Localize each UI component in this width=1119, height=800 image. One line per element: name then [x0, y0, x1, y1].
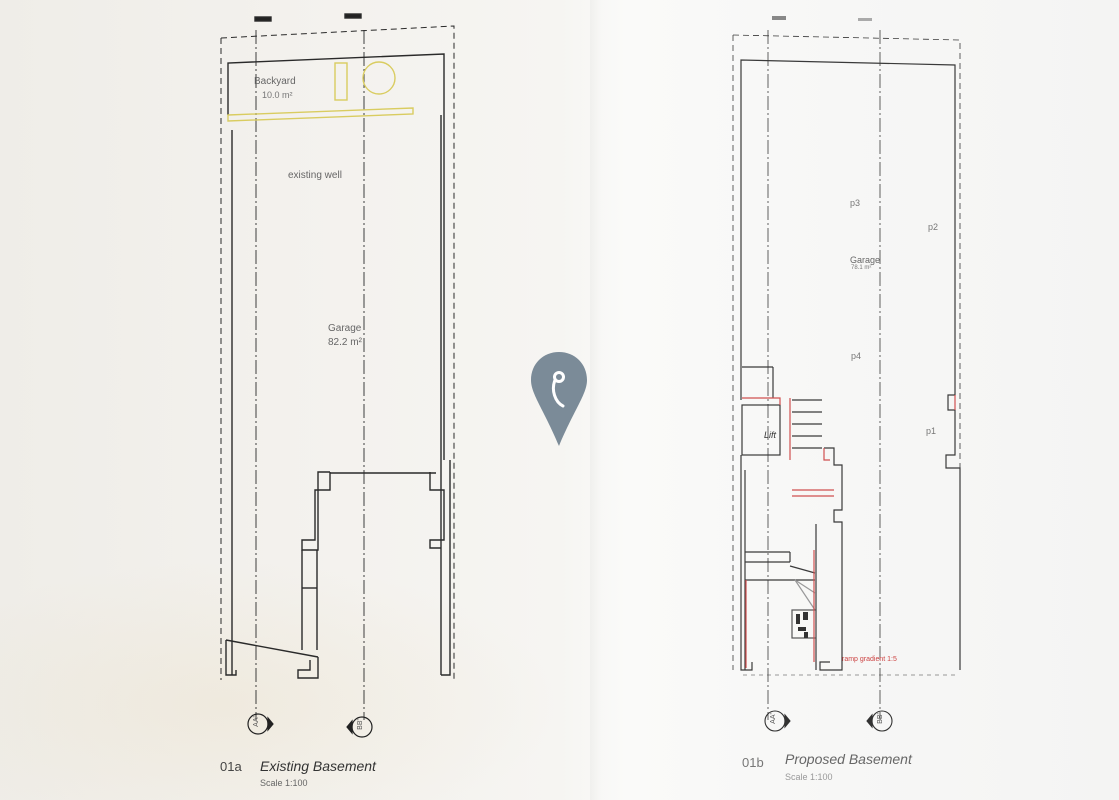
existing-basement-plan: [220, 13, 455, 720]
room-label-garage-proposed: Garage: [850, 255, 881, 265]
room-area-backyard: 10.0 m²: [262, 90, 293, 100]
section-marker-aa-existing: AA': [252, 716, 260, 727]
parking-label-p3: p3: [850, 198, 861, 208]
paper-stain: [0, 560, 560, 800]
stair-symbol: [796, 612, 808, 638]
parking-label-p4: p4: [851, 351, 862, 361]
sheet-title-proposed: Proposed Basement: [785, 751, 912, 767]
section-marker-aa-proposed: AA': [769, 713, 777, 724]
proposed-red-walls: [742, 395, 956, 668]
room-area-garage-existing: 82.2 m²: [328, 337, 362, 348]
section-marker-bb-existing: BB': [356, 719, 364, 730]
section-marker-bb-proposed: BB': [876, 713, 884, 724]
sheet-code-existing: 01a: [220, 759, 242, 774]
parking-label-p2: p2: [928, 222, 939, 232]
ramp-gradient-note: ramp gradient 1:5: [842, 656, 897, 663]
paper-fold: [590, 0, 602, 800]
proposed-section-markers: [764, 710, 893, 732]
existing-section-markers: [247, 713, 373, 738]
room-area-garage-proposed: 78.1 m²: [851, 265, 872, 271]
room-label-backyard: Backyard: [254, 76, 296, 87]
existing-highlight: [227, 61, 414, 122]
room-label-garage-existing: Garage: [328, 323, 362, 334]
room-label-lift: Lift: [764, 430, 777, 440]
map-pin-icon[interactable]: [529, 350, 589, 448]
sheet-code-proposed: 01b: [742, 755, 764, 770]
room-label-existing-well: existing well: [288, 170, 342, 181]
proposed-basement-plan: [732, 16, 961, 720]
sheet-scale-existing: Scale 1:100: [260, 778, 308, 788]
sheet-title-existing: Existing Basement: [260, 758, 376, 774]
parking-label-p1: p1: [926, 426, 937, 436]
sheet-scale-proposed: Scale 1:100: [785, 772, 833, 782]
